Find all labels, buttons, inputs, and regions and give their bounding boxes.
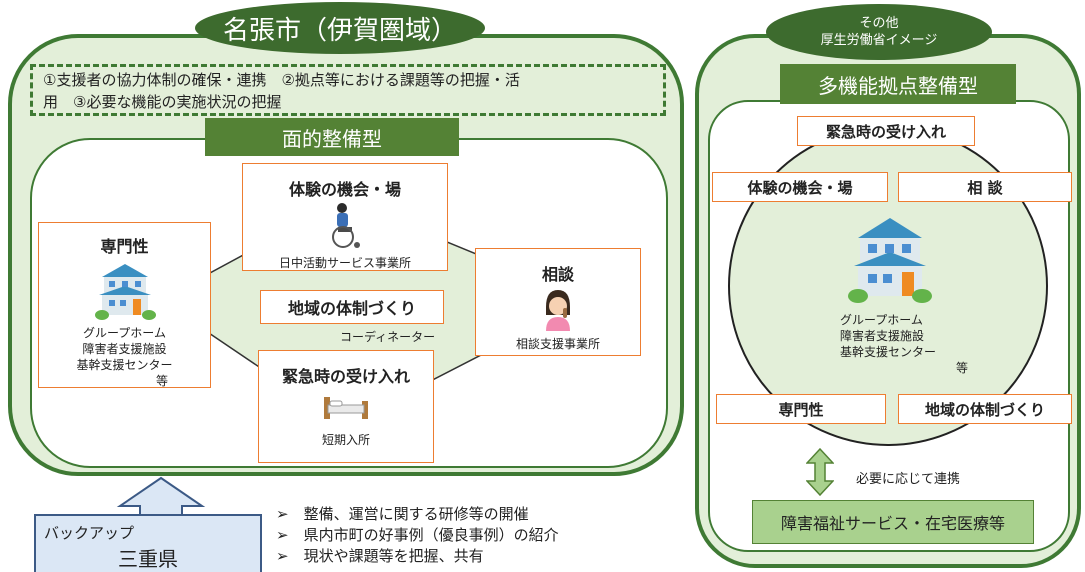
left-panel-title: 名張市（伊賀圏域）: [195, 2, 485, 54]
right-panel-title: その他 厚生労働省イメージ: [766, 4, 992, 60]
left-experience-box: 体験の機会・場 日中活動サービス事業所: [242, 163, 448, 271]
left-expertise-box: 専門性 グループホーム 障害者支援施設 基幹支援センター 等: [38, 222, 211, 388]
left-experience-sub: 日中活動サービス事業所: [278, 256, 411, 270]
right-emergency-box: 緊急時の受け入れ: [797, 116, 975, 146]
right-center-line-3: 基幹支援センター: [840, 345, 937, 359]
up-arrow-icon: [116, 476, 206, 518]
right-center-line-2: 障害者支援施設: [840, 329, 925, 343]
left-emergency-title: 緊急時の受け入れ: [281, 367, 410, 386]
wheelchair-person-icon: [332, 203, 360, 248]
right-center-line-1: グループホーム: [840, 313, 923, 327]
right-link-label: 必要に応じて連携: [856, 472, 961, 487]
bullet-item: ➢ 現状や課題等を把握、共有: [276, 547, 484, 565]
left-goals-box: ①支援者の協力体制の確保・連携 ②拠点等における課題等の把握・活 用 ③必要な機…: [30, 64, 666, 116]
right-center-labels: グループホーム 障害者支援施設 基幹支援センター 等: [840, 312, 970, 376]
left-community-box: 地域の体制づくり: [260, 290, 444, 324]
left-banner: 面的整備型: [205, 118, 459, 156]
left-expertise-line-2: 障害者支援施設: [82, 342, 167, 356]
left-emergency-sub: 短期入所: [321, 433, 370, 447]
bullet-item: ➢ 県内市町の好事例（優良事例）の紹介: [276, 526, 559, 544]
right-banner: 多機能拠点整備型: [780, 64, 1016, 104]
goals-line-2: 用 ③必要な機能の実施状況の把握: [43, 93, 282, 111]
backup-label: バックアップ: [44, 524, 135, 542]
right-expertise-box: 専門性: [716, 394, 886, 424]
arrow-bullet-icon: ➢: [276, 526, 304, 544]
left-expertise-title: 専門性: [100, 237, 149, 256]
support-bullets: ➢ 整備、運営に関する研修等の開催 ➢ 県内市町の好事例（優良事例）の紹介 ➢ …: [276, 504, 676, 567]
right-community-box: 地域の体制づくり: [898, 394, 1072, 424]
left-experience-title: 体験の機会・場: [288, 180, 401, 199]
right-experience-box: 体験の機会・場: [712, 172, 888, 202]
right-group-home-icon: [848, 218, 932, 303]
left-emergency-box: 緊急時の受け入れ 短期入所: [258, 350, 434, 463]
left-expertise-etc: 等: [155, 374, 168, 388]
right-consult-box: 相 談: [898, 172, 1072, 202]
double-arrow-icon: [806, 448, 834, 496]
backup-box: バックアップ 三重県: [34, 514, 262, 572]
left-consult-box: 相談 相談支援事業所: [475, 248, 641, 356]
left-expertise-line-1: グループホーム: [83, 326, 166, 340]
group-home-icon: [94, 264, 156, 320]
left-consult-title: 相談: [541, 265, 574, 284]
phone-operator-icon: [546, 290, 570, 331]
backup-prefecture: 三重県: [118, 547, 178, 571]
left-consult-sub: 相談支援事業所: [515, 337, 600, 351]
arrow-bullet-icon: ➢: [276, 547, 304, 565]
left-expertise-line-3: 基幹支援センター: [76, 358, 173, 372]
right-center-etc: 等: [955, 361, 968, 375]
goals-line-1: ①支援者の協力体制の確保・連携 ②拠点等における課題等の把握・活: [43, 71, 520, 89]
bullet-item: ➢ 整備、運営に関する研修等の開催: [276, 505, 529, 523]
left-coordinator-label: コーディネーター: [340, 330, 436, 344]
bed-icon: [324, 397, 368, 419]
right-bottom-box: 障害福祉サービス・在宅医療等: [752, 500, 1034, 544]
arrow-bullet-icon: ➢: [276, 505, 304, 523]
